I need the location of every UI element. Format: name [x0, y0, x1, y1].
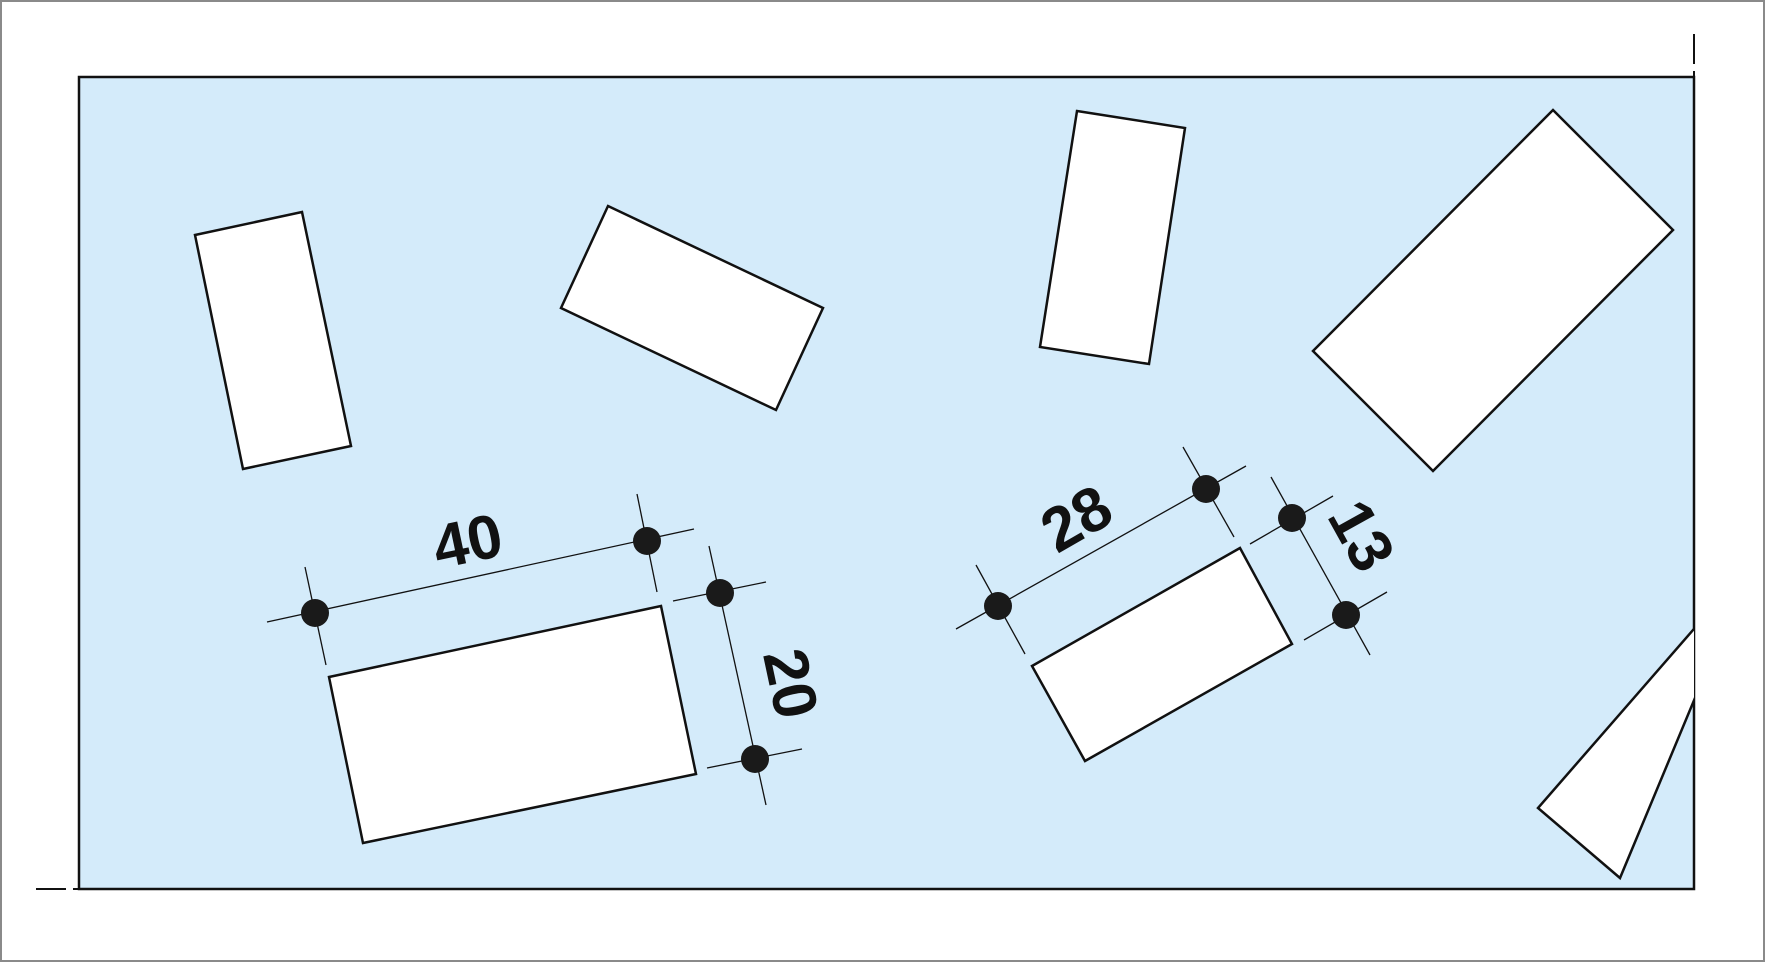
dimension-point [1192, 475, 1220, 503]
dimension-point [301, 599, 329, 627]
part-rectangle [1311, 108, 1675, 473]
dimension-point [633, 527, 661, 555]
dimension-small-length [955, 446, 1247, 655]
dimension-large-width [672, 545, 803, 806]
part-rectangle-large [327, 604, 698, 845]
dimension-small-width [1249, 476, 1388, 656]
part-rectangle-small [1030, 546, 1294, 763]
part-rectangle [559, 204, 825, 412]
dimension-point [706, 579, 734, 607]
dimension-label-large-length: 40 [427, 501, 509, 583]
dimension-point [1278, 504, 1306, 532]
part-rectangle [193, 210, 353, 471]
dimension-point [1332, 601, 1360, 629]
part-group [193, 108, 1694, 881]
dimension-label-large-width: 20 [749, 643, 831, 725]
dimension-point [741, 745, 769, 773]
part-rectangle [1536, 626, 1694, 881]
dimension-large-length [266, 493, 695, 666]
dimension-point [984, 592, 1012, 620]
sheet-panel [77, 75, 1696, 891]
part-rectangle [1038, 109, 1187, 366]
